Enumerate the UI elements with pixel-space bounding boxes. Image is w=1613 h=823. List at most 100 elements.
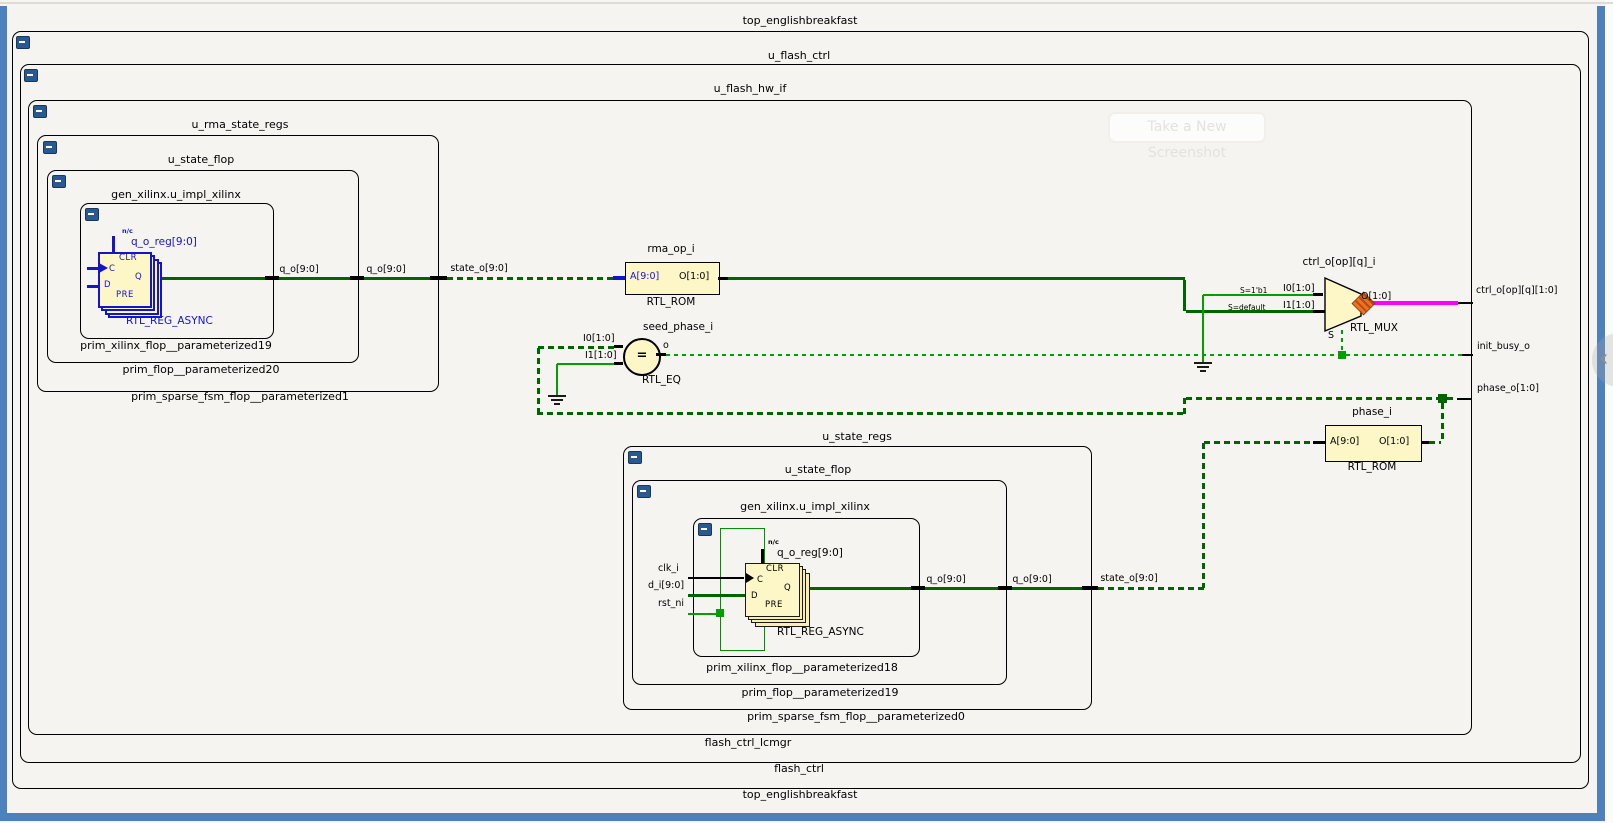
hier-box-flash-ctrl[interactable] [20,64,1581,763]
net-label-state-o-bottom: state_o[9:0] [1100,573,1158,584]
net-clk-i[interactable] [688,577,744,579]
mux-name-label: ctrl_o[op][q]_i [1302,256,1376,268]
net-q-o-bottom[interactable] [797,587,1084,590]
rma-flop-cell[interactable] [98,252,152,308]
port-label-phase-o[interactable]: phase_o[1:0] [1477,383,1539,394]
rma-gen-instance-label: gen_xilinx.u_impl_xilinx [111,188,241,201]
net-d-i[interactable] [688,594,745,597]
mux-case1-label: S=default [1228,303,1266,312]
rma-gen-box[interactable] [80,203,274,339]
net-op-select-h[interactable] [728,277,1185,280]
net-label-q-o-1: q_o[9:0] [279,264,319,275]
net-phase-i0-h[interactable] [538,346,614,349]
window-frame-bottom [0,813,1605,821]
state-regs-instance-label: u_state_regs [822,430,892,443]
collapse-button-state-gen[interactable] [698,523,712,536]
state-flop-cell[interactable] [745,563,800,617]
rma-flop-top-stub [112,236,115,253]
net-crossing-tick [1082,586,1098,590]
net-phase-upper-h[interactable] [1186,397,1439,400]
net-phase-port-h[interactable] [1447,397,1457,400]
net-junction [1438,394,1447,403]
state-regs-box[interactable] [623,446,1092,710]
collapse-button-state-regs[interactable] [628,451,642,464]
net-phase-out-h[interactable] [1429,441,1441,444]
rma-flop-module-label: prim_flop__parameterized20 [122,363,280,376]
seed-pin-i0: I0[1:0] [583,333,615,344]
rma-op-type-label: RTL_ROM [646,296,696,308]
seed-eq-cell[interactable]: = [623,338,661,376]
window-top-edge [0,2,1613,4]
seed-pin-i1: I1[1:0] [585,350,617,361]
phase-pin-o: O[1:0] [1379,436,1410,447]
state-gen-instance-label: gen_xilinx.u_impl_xilinx [740,500,870,513]
net-label-q-o-4: q_o[9:0] [1012,574,1052,585]
net-state-to-phase-v[interactable] [1202,443,1205,588]
port-line-ctrl-o [1458,302,1473,304]
net-gnd1-v[interactable] [556,364,558,395]
collapse-button-flash-ctrl[interactable] [24,69,38,82]
net-phase-jog-v[interactable] [1183,398,1186,414]
state-flop-top-stub [761,549,764,564]
net-gnd2-v[interactable] [1202,295,1204,362]
collapse-button-rma-flop[interactable] [52,175,66,188]
seed-type-label: RTL_EQ [642,374,681,386]
rma-gen-module-label: prim_xilinx_flop__parameterized19 [80,339,272,352]
collapse-button-state-flop[interactable] [637,485,651,498]
net-junction [1338,351,1346,359]
mux-pin-i1: I1[1:0] [1283,300,1315,311]
net-q-o-top[interactable] [157,277,437,280]
net-rst-ni[interactable] [688,613,716,615]
window-right-margin [1605,0,1613,823]
net-mux-select-v[interactable] [1341,330,1343,351]
ground-icon [548,395,566,405]
rma-flop-box[interactable] [47,170,359,363]
mux-shape[interactable] [1324,277,1363,333]
collapse-button-top[interactable] [16,36,30,49]
rma-regs-box[interactable] [37,135,439,392]
state-flop-pin-clr: CLR [766,564,785,574]
net-crossing-tick [350,276,364,280]
state-flop-pin-pre: PRE [765,600,783,610]
rma-op-pin-o: O[1:0] [679,271,710,282]
collapse-button-rma-gen[interactable] [85,208,99,221]
rma-flop-pin-c: C [109,264,116,274]
seed-pin-o: o [663,340,669,351]
net-state-o-bottom[interactable] [1098,587,1204,590]
net-phase-down-v[interactable] [1441,403,1444,443]
collapse-button-rma-regs[interactable] [43,141,57,154]
phase-rom-cell[interactable] [1325,425,1422,462]
net-label-q-o-2: q_o[9:0] [366,264,406,275]
hier-label-flashctrl-module: flash_ctrl [774,762,824,775]
net-state-to-phase-h[interactable] [1204,441,1313,444]
net-gnd2-h[interactable] [1203,294,1313,296]
state-flop-box[interactable] [632,480,1007,685]
net-op-select-v[interactable] [1183,280,1186,311]
port-label-ctrl-o[interactable]: ctrl_o[op][q][1:0] [1476,285,1558,296]
net-gnd1-h[interactable] [557,363,614,365]
hier-label-top-instance: top_englishbreakfast [742,14,858,27]
mux-type-label: RTL_MUX [1350,322,1398,334]
net-state-o-top[interactable] [447,277,617,280]
collapse-button-hw-if[interactable] [33,105,47,118]
hier-box-hw-if[interactable] [28,100,1472,735]
port-label-init-busy[interactable]: init_busy_o [1477,341,1530,352]
net-phase-long-h[interactable] [537,412,1185,415]
state-flop-pin-c: C [757,575,764,585]
state-flop-nc-label: n/c [768,538,779,546]
hier-box-top[interactable] [12,31,1589,789]
net-ctrl-o-selected[interactable] [1368,301,1458,305]
state-flop-instance-label: u_state_flop [784,463,852,476]
panel-collapse-ghost-button[interactable]: ‹ [1592,333,1613,387]
net-op-select-h2[interactable] [1186,310,1313,313]
net-label-q-o-3: q_o[9:0] [926,574,966,585]
net-phase-left-v[interactable] [537,348,540,414]
net-crossing-tick [265,276,279,280]
rma-op-rom-cell[interactable] [625,262,720,295]
seed-o-stub [656,353,666,356]
mux-pin-i0: I0[1:0] [1283,283,1315,294]
net-init-busy[interactable] [666,354,1462,356]
hier-label-flashctrl-instance: u_flash_ctrl [767,49,831,62]
take-screenshot-ghost-button[interactable]: Take a New Screenshot [1108,112,1266,161]
